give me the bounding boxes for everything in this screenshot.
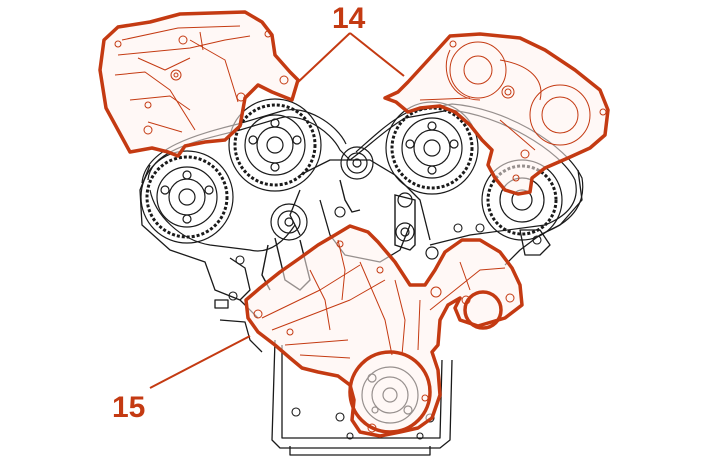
leader-14-left <box>295 32 351 85</box>
callout-leaders <box>149 32 405 389</box>
lower-timing-cover <box>244 224 524 438</box>
upper-left-timing-cover <box>98 10 300 158</box>
idler-pulleys <box>270 146 439 260</box>
leader-14-right <box>349 32 405 77</box>
leader-15 <box>149 335 251 389</box>
block-bolts <box>228 206 542 440</box>
callout-label-15: 15 <box>112 391 146 424</box>
upper-left-cam-sprocket <box>228 98 322 192</box>
left-cam-sprocket <box>140 150 234 244</box>
upper-right-timing-cover <box>383 32 610 196</box>
callout-label-14: 14 <box>332 2 366 35</box>
